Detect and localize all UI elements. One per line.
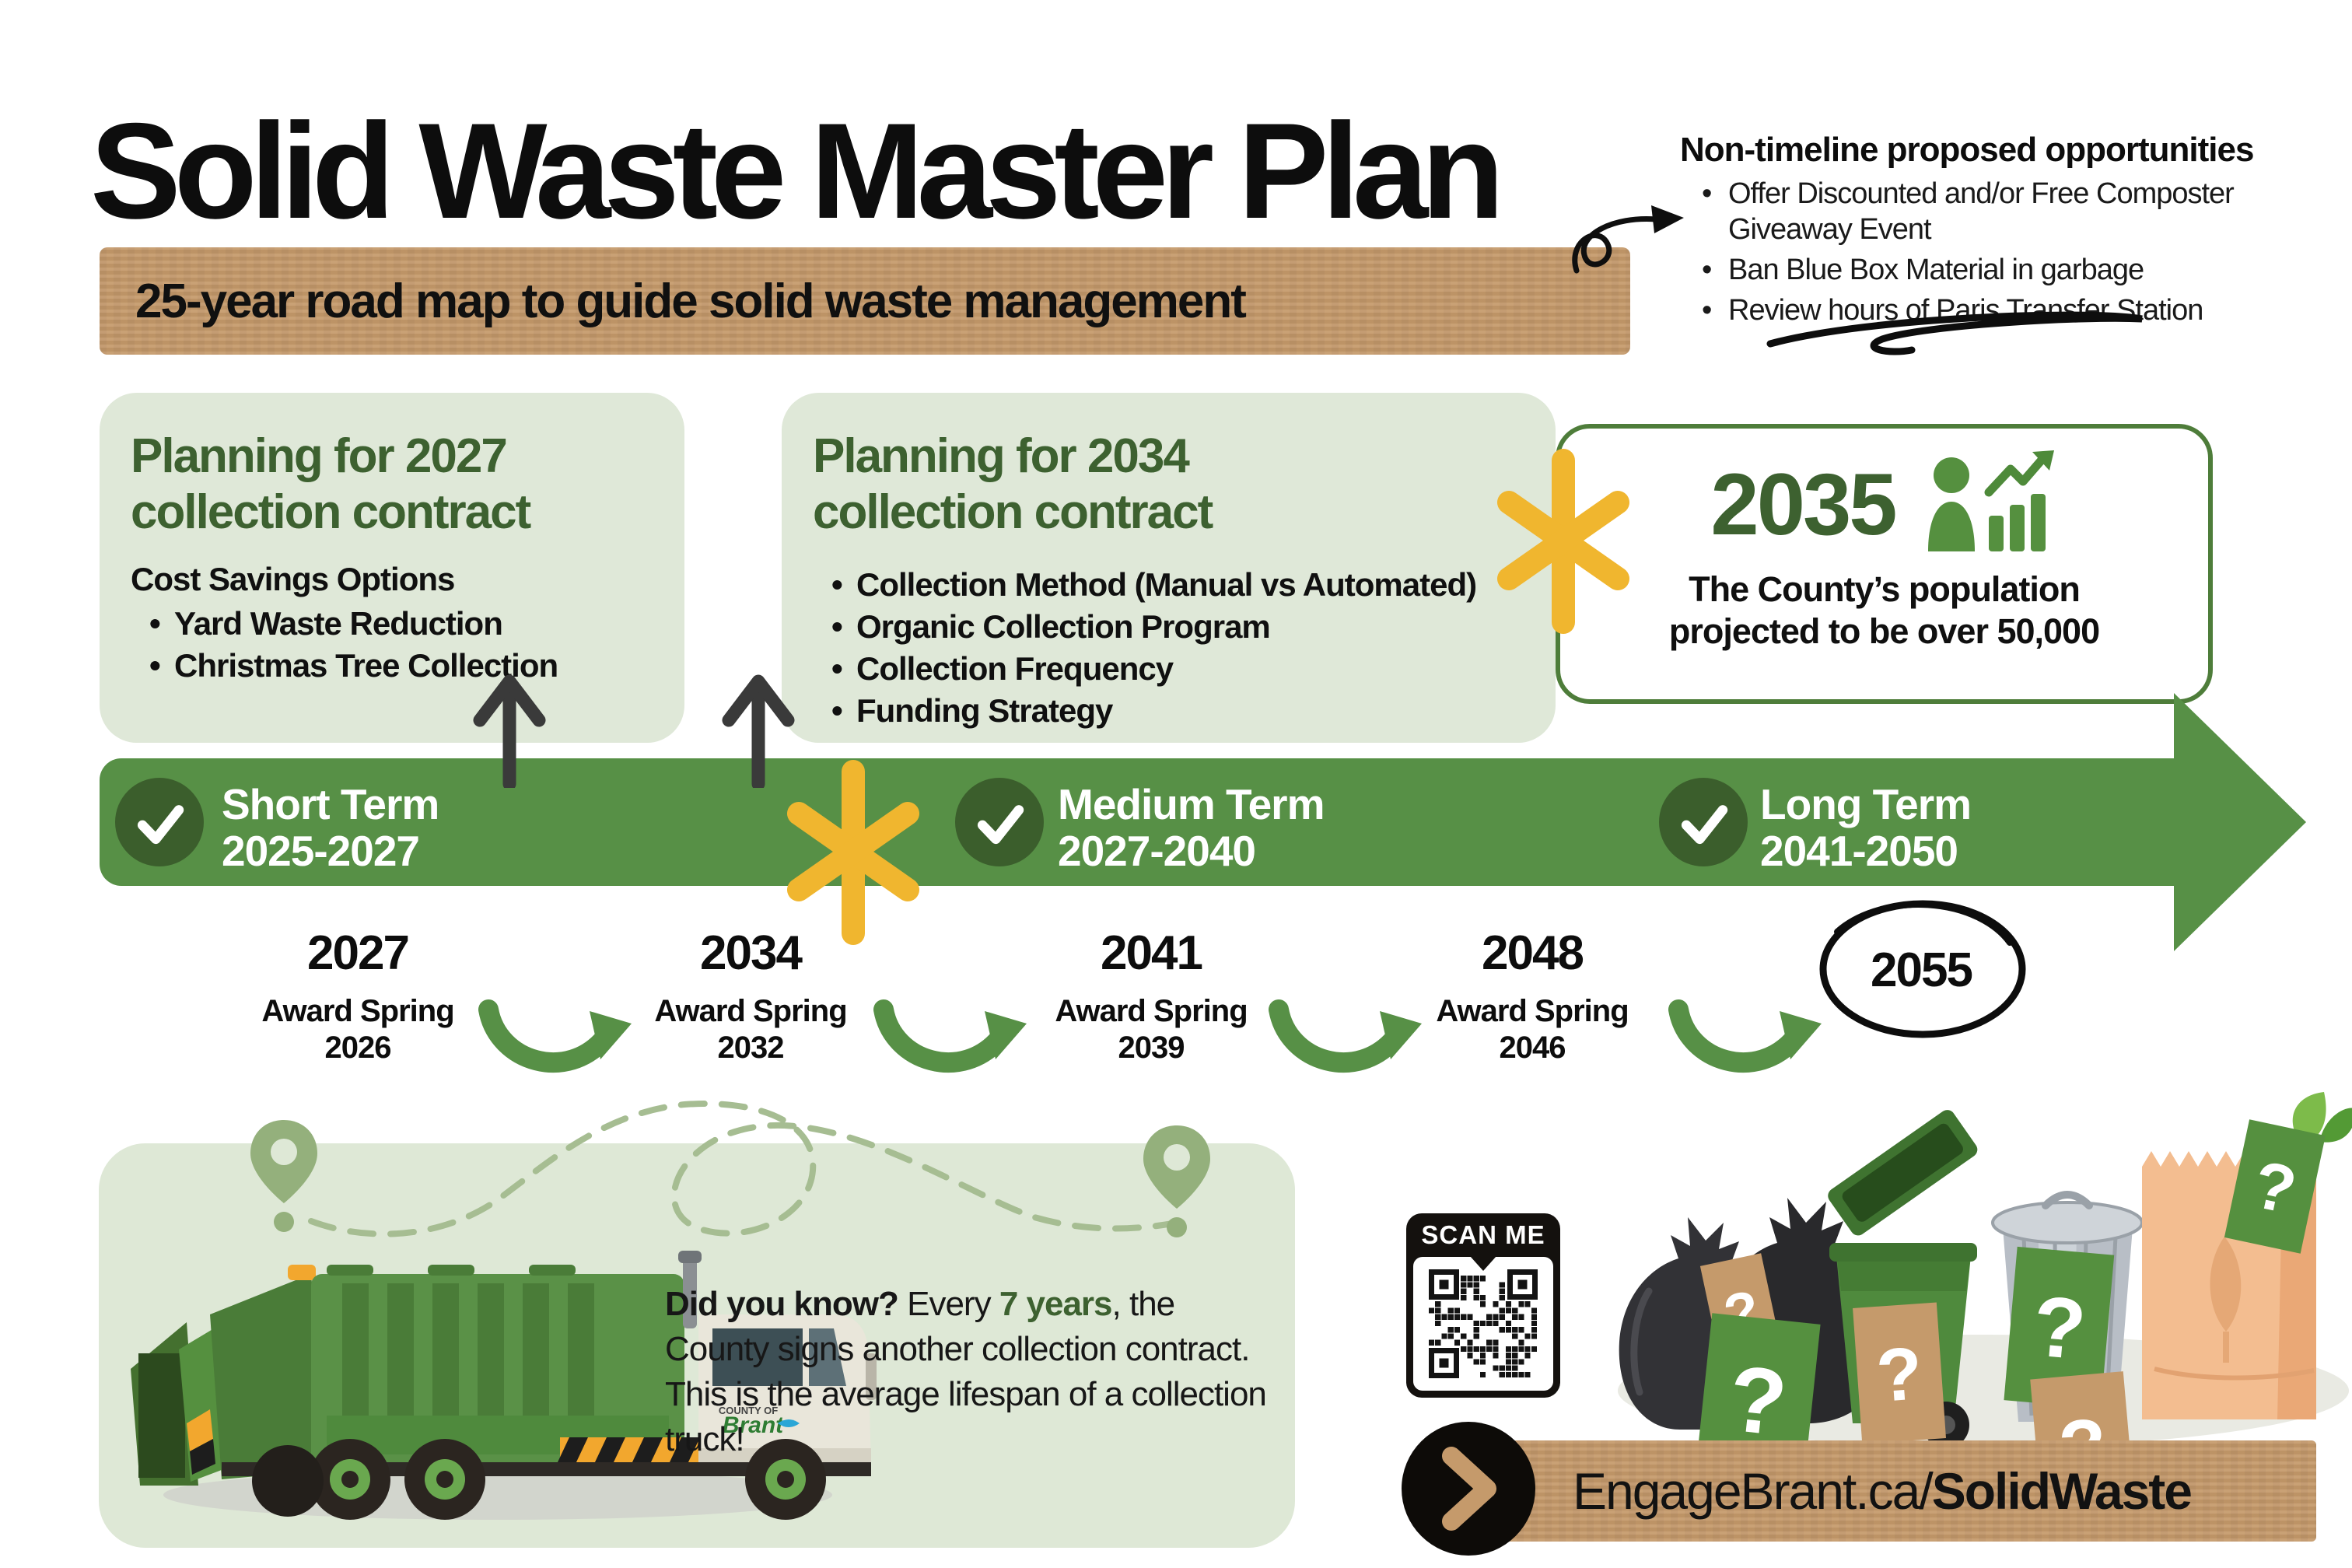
check-icon [977, 805, 1024, 845]
garbage-truck-illustration: COUNTY OF Brant [131, 1251, 877, 1520]
milestone-2027: 2027 Award Spring 2026 [261, 926, 454, 1065]
phase-medium-term: Medium Term 2027-2040 [1058, 780, 1325, 875]
qr-pattern-icon [1429, 1269, 1538, 1378]
population-growth-icon [1927, 450, 2054, 551]
list-item: Collection Method (Manual vs Automated) [813, 564, 1524, 606]
check-icon [137, 805, 184, 845]
checkmark-circle [115, 778, 204, 866]
population-2035-card: 2035 The County’s population projected t… [1556, 424, 2213, 704]
scan-me-block: SCAN ME [1406, 1213, 1560, 1398]
speech-notch [1470, 1256, 1496, 1271]
population-2035-row: 2035 [1560, 449, 2208, 559]
list-item: Funding Strategy [813, 690, 1524, 732]
qr-frame [1406, 1256, 1560, 1398]
curved-arrow-icon [1668, 999, 1822, 1073]
list-item: Yard Waste Reduction [131, 603, 653, 645]
planning-2027-list: Yard Waste Reduction Christmas Tree Coll… [131, 603, 653, 687]
checkmark-circle [955, 778, 1044, 866]
truck-logo-top: COUNTY OF [719, 1405, 778, 1416]
question-card: ? [2224, 1119, 2326, 1254]
non-timeline-list: Offer Discounted and/or Free Composter G… [1680, 176, 2349, 328]
qr-code [1413, 1257, 1553, 1391]
subtitle-text: 25-year road map to guide solid waste ma… [135, 274, 1247, 328]
population-year: 2035 [1710, 455, 1897, 553]
map-pin-icon [1143, 1125, 1210, 1237]
svg-text:?: ? [2029, 1278, 2090, 1377]
svg-text:?: ? [1724, 1346, 1791, 1454]
chevron-right-icon [1442, 1447, 1496, 1531]
asterisk-icon [1497, 449, 1629, 634]
planning-2034-card: Planning for 2034 collection contract Co… [782, 393, 1556, 743]
planning-2034-list: Collection Method (Manual vs Automated) … [813, 564, 1524, 732]
list-item: Christmas Tree Collection [131, 645, 653, 687]
did-you-know-text: Did you know? Every 7 years, the County … [665, 1285, 1267, 1458]
waste-bins-illustration: ? ? ? ? [1618, 1092, 2352, 1454]
milestone-2034: 2034 Award Spring 2032 [654, 926, 847, 1065]
checkmark-circle [1659, 778, 1748, 866]
list-item: Ban Blue Box Material in garbage [1680, 252, 2349, 288]
phase-short-term: Short Term 2025-2027 [222, 780, 439, 875]
asterisk-icon [787, 760, 919, 945]
curved-arrow-icon [478, 999, 632, 1073]
timeline-arrowhead [2174, 693, 2306, 951]
list-item: Offer Discounted and/or Free Composter G… [1680, 176, 2349, 247]
phase-long-term: Long Term 2041-2050 [1760, 780, 1972, 875]
up-arrow-icon [722, 674, 795, 788]
curved-arrow-icon [1269, 999, 1422, 1073]
hand-drawn-circle-icon [1819, 900, 2026, 1038]
question-card: ? [2004, 1246, 2115, 1409]
check-icon [1681, 805, 1728, 845]
footer-link-banner[interactable]: EngageBrant.ca/SolidWaste [1475, 1440, 2316, 1542]
milestone-2041: 2041 Award Spring 2039 [1055, 926, 1248, 1065]
map-pin-icon [250, 1120, 317, 1232]
swoosh-underline-icon [1766, 311, 2143, 355]
up-arrow-icon [473, 674, 546, 788]
non-timeline-section: Non-timeline proposed opportunities Offe… [1680, 131, 2349, 328]
truck-logo: Brant [723, 1412, 785, 1438]
list-item: Collection Frequency [813, 648, 1524, 690]
cost-savings-subheading: Cost Savings Options [131, 561, 455, 597]
timeline-bar [100, 758, 2175, 886]
curved-arrow-icon [873, 999, 1027, 1073]
milestone-2055: 2055 [1871, 943, 1973, 997]
footer-url[interactable]: EngageBrant.ca/SolidWaste [1573, 1462, 2193, 1520]
list-item: Organic Collection Program [813, 606, 1524, 648]
subtitle-banner: 25-year road map to guide solid waste ma… [100, 247, 1630, 355]
question-card: ? [1694, 1313, 1821, 1454]
population-text: The County’s population projected to be … [1668, 569, 2100, 651]
page-title: Solid Waste Master Plan [90, 96, 1504, 247]
curly-arrow-icon [1572, 205, 1684, 274]
planning-2027-heading: Planning for 2027 collection contract [131, 429, 531, 539]
milestone-2048: 2048 Award Spring 2046 [1436, 926, 1629, 1065]
footer-arrow-badge [1402, 1422, 1535, 1556]
non-timeline-heading: Non-timeline proposed opportunities [1680, 131, 2254, 169]
svg-text:?: ? [1874, 1332, 1925, 1418]
question-card: ? [1853, 1302, 1947, 1444]
scan-me-label: SCAN ME [1406, 1213, 1560, 1257]
route-path-icon [250, 1101, 1210, 1237]
planning-2027-card: Planning for 2027 collection contract Co… [100, 393, 684, 743]
planning-2034-heading: Planning for 2034 collection contract [813, 429, 1213, 539]
